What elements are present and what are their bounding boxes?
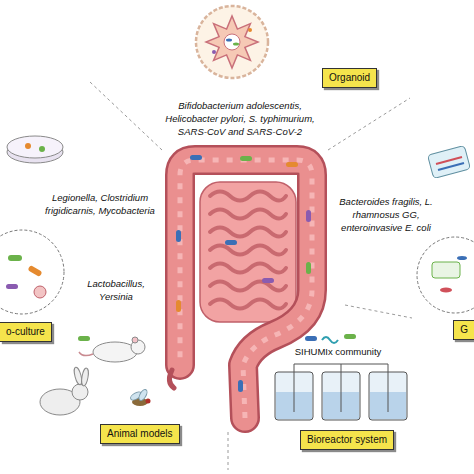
method-tag: Bioreactor system xyxy=(300,430,394,450)
intestine-illustration-part-part xyxy=(210,246,286,255)
bioreactor-illustration-part xyxy=(294,372,295,412)
co-culture-circle-part xyxy=(0,230,64,314)
community-label: SIHUMIx community xyxy=(290,346,386,359)
chip-icon-part xyxy=(438,163,464,170)
bioreactor-illustration xyxy=(275,334,407,420)
intestine-illustration-part-part xyxy=(210,210,286,219)
bioreactor-illustration-part xyxy=(388,372,389,412)
animal-illustrations-part xyxy=(79,352,93,356)
organoid-illustration-part xyxy=(248,28,252,32)
intestine-illustration-part-part xyxy=(225,240,237,245)
intestine-illustration-part-part xyxy=(210,192,286,201)
co-culture-circle-part xyxy=(6,284,18,289)
tag-text: Bioreactor system xyxy=(307,434,387,446)
intestine-illustration-part-part xyxy=(210,264,286,273)
animal-illustrations-part xyxy=(78,336,90,341)
intestine-illustration-part-part xyxy=(306,262,311,274)
bioreactor-illustration-part xyxy=(322,372,360,420)
bioreactor-illustration-part xyxy=(294,364,388,372)
bioreactor-illustration-part xyxy=(275,372,313,420)
gut-chip-circle xyxy=(417,237,474,313)
divider-lines-part xyxy=(90,82,162,150)
intestine-illustration-part-part xyxy=(238,380,243,392)
tag-text: G xyxy=(460,324,468,336)
bioreactor-illustration-part xyxy=(322,337,338,343)
method-tag: G xyxy=(453,320,474,340)
animal-illustrations-part xyxy=(93,342,137,362)
intestine-illustration-part-part xyxy=(210,282,286,291)
organoid-illustration-part xyxy=(212,50,216,54)
intestine-illustration-part xyxy=(176,155,311,392)
co-culture-circle-part xyxy=(34,286,46,298)
intestine-illustration-part xyxy=(169,370,174,388)
tag-text: o-culture xyxy=(6,326,45,338)
intestine-illustration-part-part xyxy=(176,230,181,242)
tag-text: Animal models xyxy=(107,428,173,440)
animal-illustrations xyxy=(40,336,151,415)
intestine-illustration-part-part xyxy=(240,156,252,161)
divider-lines-part xyxy=(228,432,229,470)
petri-dish xyxy=(7,136,63,163)
gut-chip-circle-part xyxy=(440,288,452,293)
organoid-illustration xyxy=(196,6,268,78)
intestine-illustration-part xyxy=(200,182,296,322)
animal-illustrations-part xyxy=(72,384,88,400)
intestine-illustration-part-part xyxy=(262,278,274,283)
divider-lines-part xyxy=(328,98,410,150)
petri-dish-part xyxy=(25,143,31,149)
intestine-illustration-part-part xyxy=(286,162,298,167)
intestine-illustration-part-part xyxy=(210,228,286,237)
organoid-illustration-part xyxy=(196,6,268,78)
chip-icon xyxy=(428,145,471,178)
species-list: Bifidobacterium adolescentis, Helicobact… xyxy=(155,100,325,138)
animal-illustrations-part xyxy=(146,399,151,404)
gut-chip-circle-part xyxy=(417,237,474,313)
intestine-illustration-part-part xyxy=(176,300,181,312)
chip-icon-part xyxy=(428,145,471,178)
tag-text: Organoid xyxy=(329,72,370,84)
organoid-illustration-part xyxy=(233,43,239,46)
method-tag: o-culture xyxy=(0,322,52,342)
chip-icon-part xyxy=(436,157,462,164)
gut-chip-circle-part xyxy=(457,256,467,260)
co-culture-circle xyxy=(0,230,64,314)
divider-lines xyxy=(90,82,412,470)
bioreactor-illustration-part xyxy=(369,372,407,420)
petri-dish-part xyxy=(7,136,63,158)
co-culture-circle-part xyxy=(27,265,42,277)
animal-illustrations-part xyxy=(80,368,89,387)
intestine-illustration-part xyxy=(210,192,286,309)
co-culture-circle-part xyxy=(8,255,22,261)
method-tag: Organoid xyxy=(322,68,377,88)
gut-chip-circle-part xyxy=(432,262,460,278)
divider-lines-part xyxy=(345,305,412,318)
organoid-illustration-part xyxy=(224,34,240,50)
intestine-illustration-part-part xyxy=(210,300,286,309)
bioreactor-illustration-part xyxy=(341,372,342,412)
intestine-illustration-part-part xyxy=(190,155,202,160)
bioreactor-illustration-part xyxy=(344,334,356,339)
organoid-illustration-part xyxy=(206,16,258,68)
method-tag: Animal models xyxy=(100,424,180,444)
species-list: Legionella, Clostridium frigidicarnis, M… xyxy=(40,192,160,218)
intestine-illustration-part-part xyxy=(306,210,311,222)
species-list: Bacteroides fragilis, L. rhamnosus GG, e… xyxy=(330,196,442,234)
species-list: Lactobacillus, Yersinia xyxy=(78,278,154,304)
organoid-illustration-part xyxy=(226,39,232,42)
bioreactor-illustration-part xyxy=(305,336,317,341)
petri-dish-part xyxy=(39,146,45,152)
animal-illustrations-part xyxy=(132,337,138,343)
